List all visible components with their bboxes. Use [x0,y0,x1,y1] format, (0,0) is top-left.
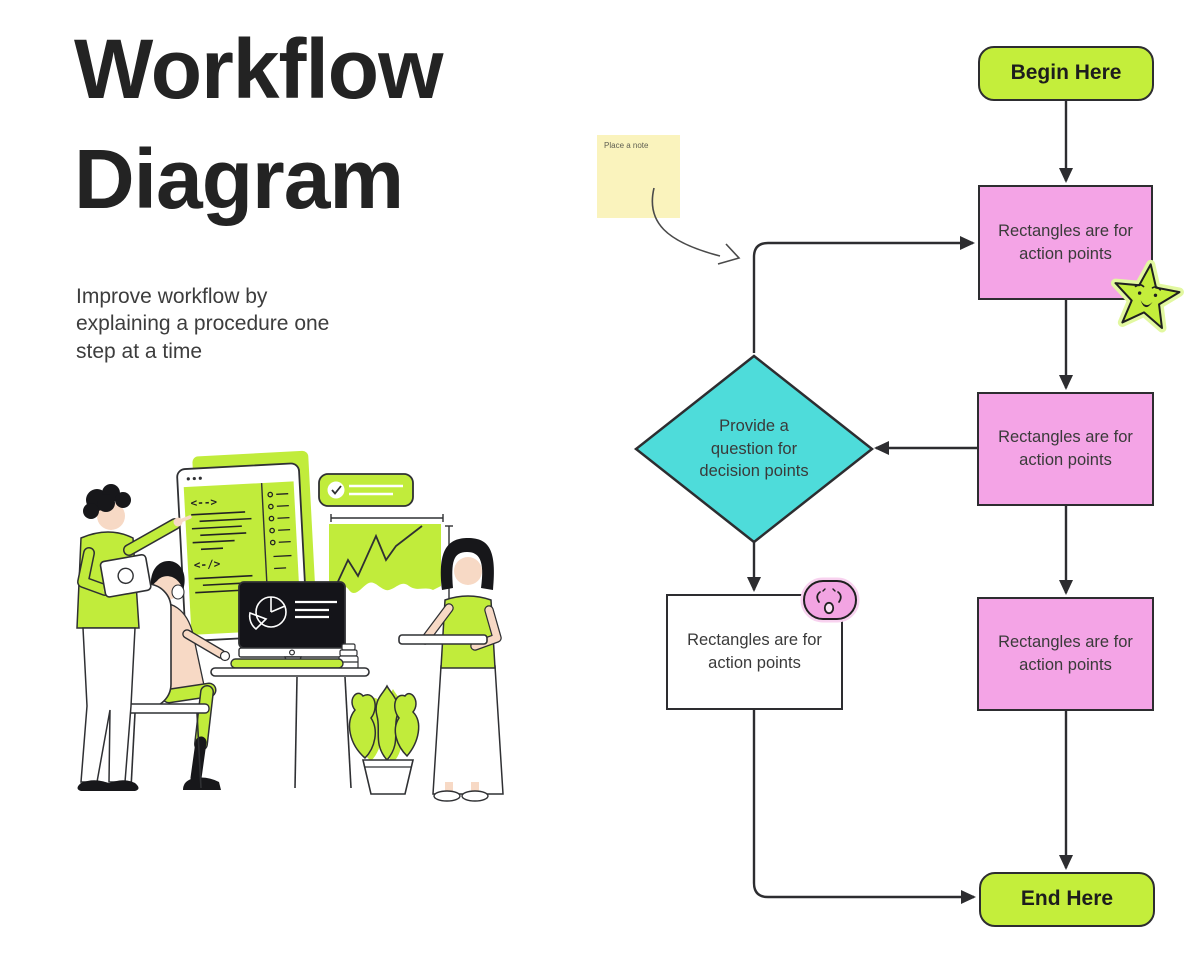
check-icon [331,485,342,495]
sketch-arrow-icon [651,187,741,265]
tray [398,634,488,645]
title-line-1: Workflow [74,22,443,116]
coffee-cup [341,643,356,651]
star-face-sticker[interactable] [1108,256,1186,338]
page-title[interactable]: Workflow Diagram [74,14,443,234]
sticky-note-label: Place a note [604,141,649,150]
node-action-3-label: Rectangles are for action points [998,633,1133,674]
chart-panel [329,514,453,623]
person-with-tray [398,538,504,802]
edge-whiteaction-to-end [752,710,976,904]
node-action-2-label: Rectangles are for action points [998,428,1133,469]
code-tag-close: <-/> [193,557,221,571]
desk-top [210,667,370,677]
person-pointing [76,484,192,791]
node-begin[interactable]: Begin Here [978,46,1154,101]
team-illustration[interactable]: <--> <-/> [45,438,537,830]
tablet [99,553,152,598]
sticky-note[interactable]: Place a note [597,135,680,218]
page-subtitle[interactable]: Improve workflow by explaining a procedu… [76,285,330,363]
title-line-2: Diagram [74,132,404,227]
node-action-3[interactable]: Rectangles are for action points [977,597,1154,711]
decision-diamond[interactable] [633,354,875,544]
node-end[interactable]: End Here [979,872,1155,927]
keyboard [230,658,344,669]
node-action-white-label: Rectangles are for action points [687,631,822,672]
flushed-face-sticker[interactable] [798,576,862,626]
node-action-2[interactable]: Rectangles are for action points [977,392,1154,506]
edge-decision-to-action1 [752,236,975,353]
desk-monitor [210,581,370,789]
node-end-label: End Here [1020,887,1114,911]
decision-diamond-label: Provide a question for decision points [699,416,809,481]
plant [348,684,420,795]
check-pill [318,473,414,507]
node-action-1-label: Rectangles are for action points [998,221,1133,263]
code-tag-open: <--> [190,495,218,509]
node-begin-label: Begin Here [1010,61,1122,85]
